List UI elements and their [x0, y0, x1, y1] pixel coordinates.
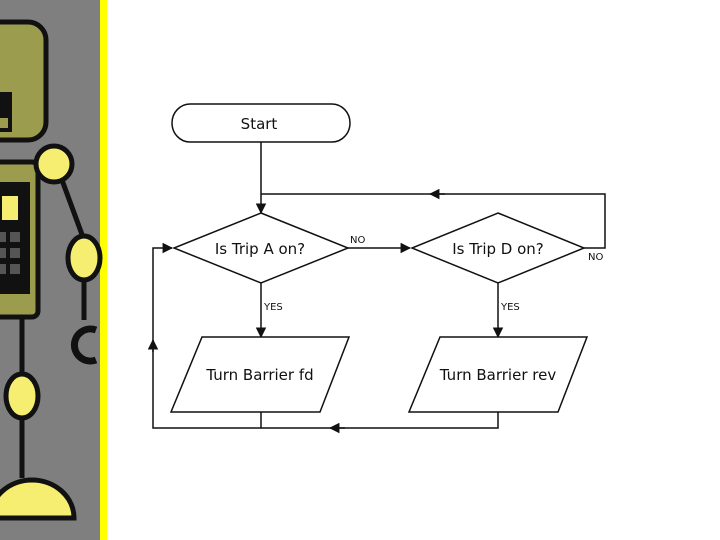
start-label: Start — [241, 115, 278, 133]
decision-trip-d-label: Is Trip D on? — [452, 240, 544, 258]
connector-barrier-rev-return — [261, 412, 498, 428]
decision-trip-a-label: Is Trip A on? — [215, 240, 305, 258]
action-barrier-fd-label: Turn Barrier fd — [205, 366, 313, 384]
yes-label-trip-d: YES — [500, 302, 520, 313]
yes-label-trip-a: YES — [263, 302, 283, 313]
action-barrier-rev-label: Turn Barrier rev — [439, 366, 557, 384]
no-label-trip-a: NO — [350, 235, 365, 246]
no-label-trip-d: NO — [588, 252, 603, 263]
